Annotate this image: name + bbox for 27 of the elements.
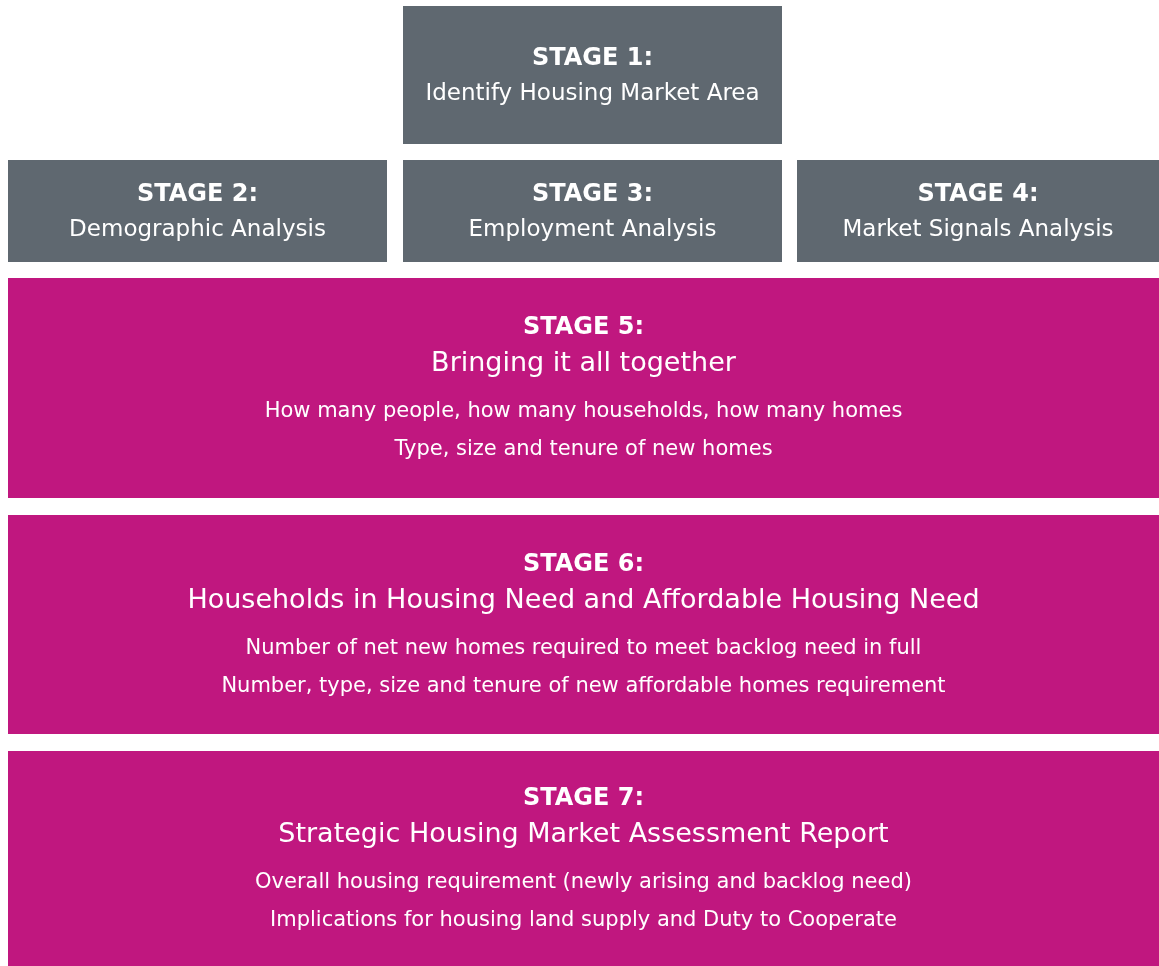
stage-heading: STAGE 3: [531,178,654,209]
stage-box [8,160,387,262]
stage-title: Employment Analysis [468,214,717,243]
stage-title: Market Signals Analysis [842,214,1114,243]
stage-description: Number, type, size and tenure of new affordable homes requirement [221,671,946,699]
stage-box [8,751,1159,966]
stage-heading: STAGE 6: [522,547,645,579]
stage-title: Households in Housing Need and Affordable Housing Need [187,581,980,616]
stage-heading: STAGE 4: [917,178,1039,209]
stage-box [797,160,1159,262]
stage-description: Overall housing requirement (newly arising and backlog need) [255,867,912,895]
stage-heading: STAGE 7: [522,781,645,813]
stage-box [403,6,782,144]
stage-title: Demographic Analysis [69,214,326,243]
stage-title: Strategic Housing Market Assessment Report [278,815,889,850]
stage-title: Bringing it all together [431,345,736,379]
stage-title: Identify Housing Market Area [425,78,760,107]
stage-box [8,515,1159,734]
stage-heading: STAGE 1: [531,42,654,73]
stage-box [8,278,1159,498]
stage-description: Type, size and tenure of new homes [394,435,773,462]
stage-description: Number of net new homes required to meet backlog need in full [245,633,922,661]
stage-heading: STAGE 2: [136,178,259,209]
stage-description: Implications for housing land supply and Duty to Cooperate [270,905,897,933]
stage-heading: STAGE 5: [522,311,645,342]
stage-box [403,160,782,262]
stage-description: How many people, how many households, how many homes [264,397,903,424]
